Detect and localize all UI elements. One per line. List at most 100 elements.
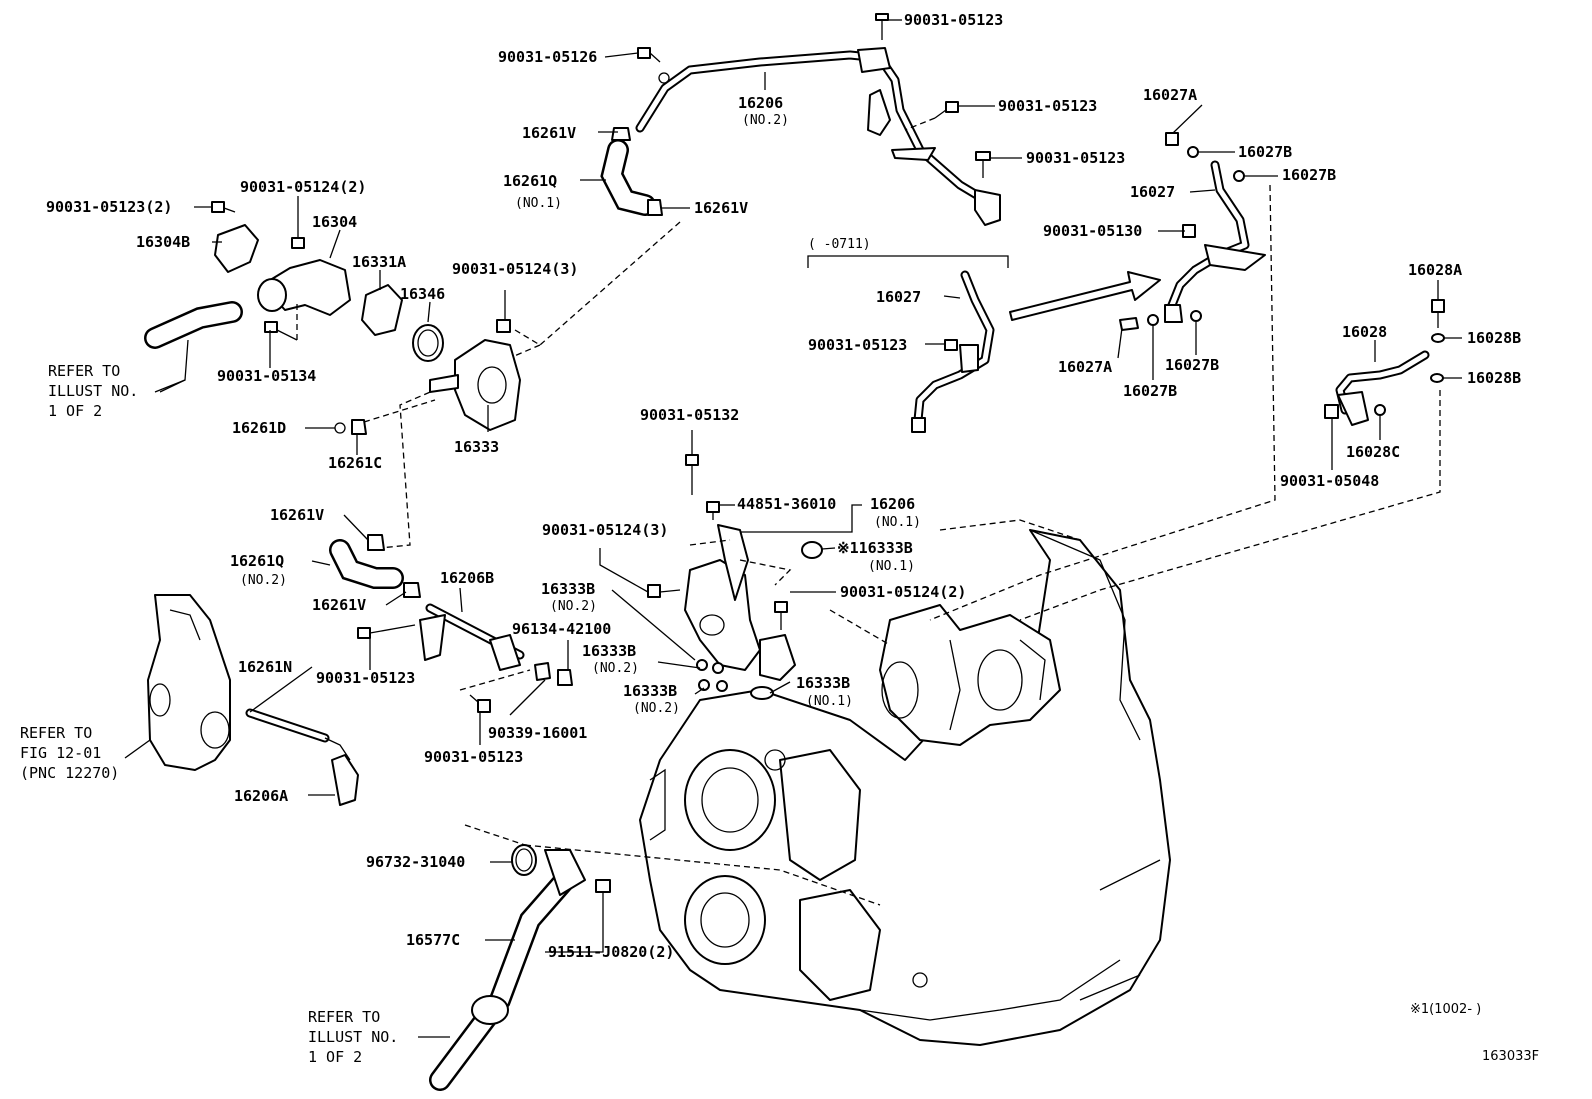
label-16261v: 16261V [522,124,576,142]
label-16333b-sub: (NO.1) [868,559,915,574]
label-90031-05134: 90031-05134 [217,367,316,385]
water-pipe-no2 [635,47,1001,226]
label-16331a: 16331A [352,253,406,271]
label-90339-16001: 90339-16001 [488,724,587,742]
water-pipe-16206b [419,603,525,671]
label-16027b: 16027B [1123,382,1177,400]
label-16261v: 16261V [694,199,748,217]
label-16333b: ※116333B [837,539,913,557]
label-16261q-sub: (NO.2) [240,573,287,588]
refer-fig-line1: REFER TO [20,724,92,742]
label-90031-05048: 90031-05048 [1280,472,1379,490]
label-16027b: 16027B [1238,143,1292,161]
label-16261q: 16261Q [230,552,284,570]
label-16028b: 16028B [1467,329,1521,347]
label-90031-05123: 90031-05123 [998,97,1097,115]
label-16261q: 16261Q [503,172,557,190]
label-90031-05123: 90031-05123 [904,11,1003,29]
label-16333b: 16333B [623,682,677,700]
label-16261v: 16261V [312,596,366,614]
thermostat-housing [214,224,444,362]
water-outlet-16206-no1 [684,524,796,681]
refer-illust-line2: ILLUST NO. [48,382,138,400]
label-16261c: 16261C [328,454,382,472]
label-16027b: 16027B [1282,166,1336,184]
oil-pipe-16028 [1335,350,1430,426]
refer-illust-line1: REFER TO [48,362,120,380]
label-16333b-sub: (NO.2) [633,701,680,716]
bracket-refer-fig [147,594,231,771]
refer-illust-line2: ILLUST NO. [308,1028,398,1046]
bolt-icon [291,218,305,249]
refer-fig-line2: FIG 12-01 [20,744,101,762]
bolt-icon [469,694,491,713]
label-16206a: 16206A [234,787,288,805]
label-90031-05124-3: 90031-05124(3) [542,521,668,539]
bolt-icon [685,454,699,495]
label-96732-31040: 96732-31040 [366,853,465,871]
bolt-icon [774,601,788,630]
label-90031-05123: 90031-05123 [424,748,523,766]
label-16028a: 16028A [1408,261,1462,279]
bolt-icon [1165,132,1179,146]
bolt-icon [1324,404,1339,419]
label-16261n: 16261N [238,658,292,676]
refer-illust-line3: 1 OF 2 [48,402,102,420]
label-90031-05124-2: 90031-05124(2) [240,178,366,196]
label-16206: 16206 [738,94,783,112]
label-16333b-sub: (NO.2) [550,599,597,614]
label-16027: 16027 [876,288,921,306]
water-hose-16577c [429,849,586,1091]
footnote: ※1(1002- ) [1410,1002,1481,1017]
label-16206-sub: (NO.2) [742,113,789,128]
label-16304b: 16304B [136,233,190,251]
bolt-icon [1119,317,1139,331]
bolt-icon [264,321,298,341]
bolt-icon [1182,224,1196,238]
label-90031-05132: 90031-05132 [640,406,739,424]
bolt-icon [211,201,236,213]
water-inlet-16333 [429,339,521,431]
arrow-icon [1009,271,1161,321]
diagram-code: 163033F [1482,1049,1539,1064]
bolt-icon [595,879,611,945]
label-16333b-sub: (NO.2) [592,661,639,676]
bolt-icon [706,501,720,520]
label-16261d: 16261D [232,419,286,437]
bolt-icon [637,47,661,63]
label-90031-05123: 90031-05123 [808,336,907,354]
label-16206: 16206 [870,495,915,513]
label-16027b: 16027B [1165,356,1219,374]
label-96134-42100: 96134-42100 [512,620,611,638]
bolt-icon [944,339,958,351]
label-16206-sub: (NO.1) [874,515,921,530]
bolt-icon [934,101,959,119]
bolt-icon [496,290,511,333]
label-91511-j0820: 91511-J0820(2) [548,943,674,961]
label-90031-05124-3: 90031-05124(3) [452,260,578,278]
hose-no1 [600,127,663,216]
label-16028: 16028 [1342,323,1387,341]
label-16333b-sub: (NO.1) [806,694,853,709]
label-90031-05126: 90031-05126 [498,48,597,66]
label-16028b: 16028B [1467,369,1521,387]
label-16028c: 16028C [1346,443,1400,461]
label-16577c: 16577C [406,931,460,949]
label-44851-36010: 44851-36010 [737,495,836,513]
oil-pipe-16027-new [1164,160,1266,323]
refer-illust-line3: 1 OF 2 [308,1048,362,1066]
label-16333b: 16333B [796,674,850,692]
label-90031-05123: 90031-05123 [1026,149,1125,167]
leader-lines [124,19,1462,1038]
refer-illust-line1: REFER TO [308,1008,380,1026]
label-16333b: 16333B [582,642,636,660]
engine-block [639,519,1171,1046]
label-16333b: 16333B [541,580,595,598]
pipe-16261n [245,708,359,806]
bolt-icon [975,151,991,178]
label-90031-05124-2: 90031-05124(2) [840,583,966,601]
label-90031-05123-2: 90031-05123(2) [46,198,172,216]
label-16261q-sub: (NO.1) [515,196,562,211]
label-16333: 16333 [454,438,499,456]
